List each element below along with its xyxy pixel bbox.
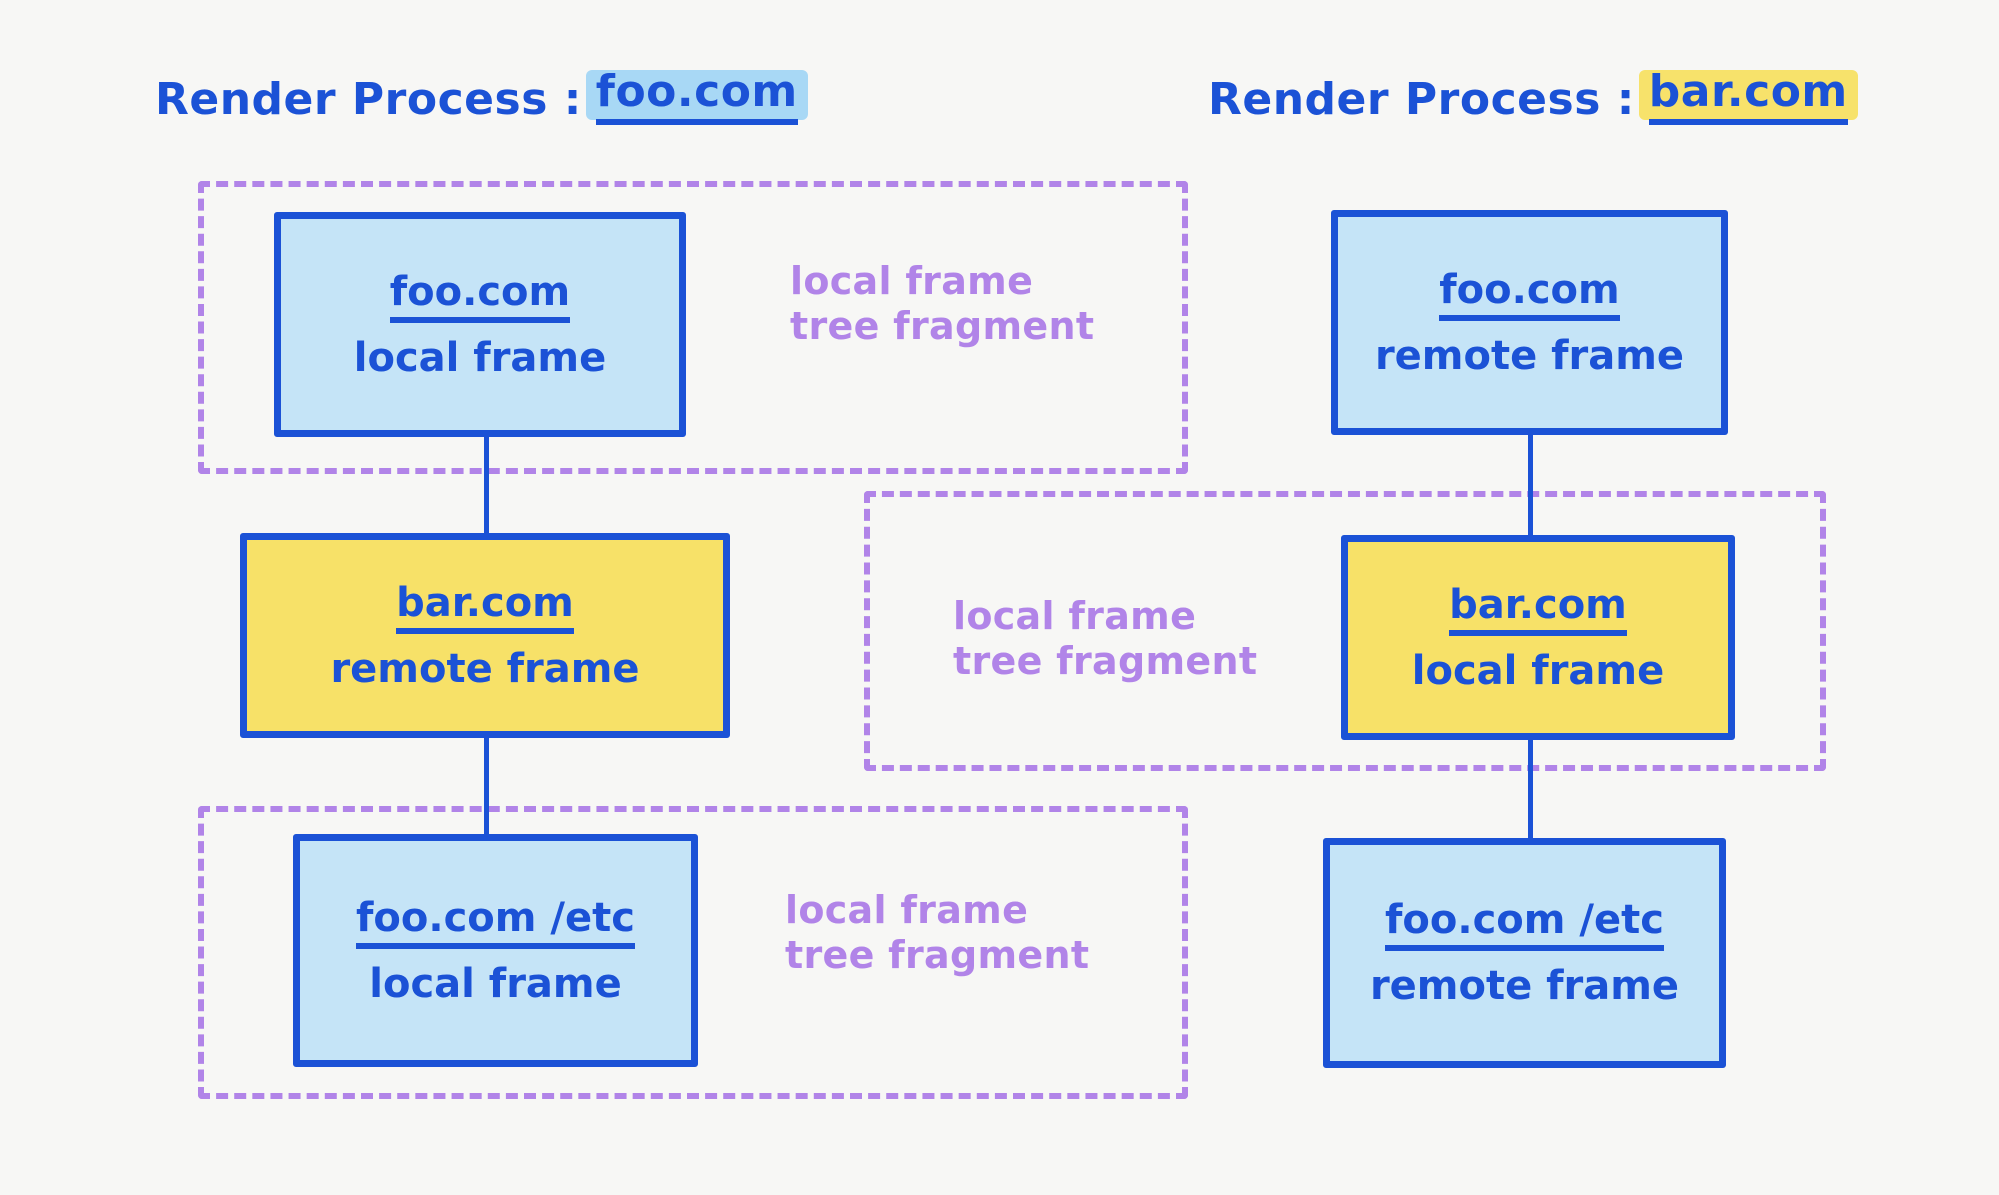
fragment-label-line2: tree fragment bbox=[785, 932, 1090, 977]
frame-origin: bar.com bbox=[1449, 584, 1627, 636]
frame-origin: foo.com /etc bbox=[1385, 899, 1664, 951]
frame-origin: foo.com bbox=[389, 271, 571, 323]
highlight-swatch-blue bbox=[585, 70, 808, 120]
frame-origin: foo.com /etc bbox=[356, 897, 635, 949]
connector-right-top bbox=[1528, 432, 1533, 542]
frame-kind: local frame bbox=[353, 334, 607, 381]
fragment-region-left-top bbox=[198, 181, 1188, 474]
fragment-label-right-middle: local frame tree fragment bbox=[953, 594, 1257, 684]
fragment-label-line2: tree fragment bbox=[953, 638, 1258, 683]
connector-left-top bbox=[484, 435, 489, 540]
frame-kind: remote frame bbox=[1369, 963, 1680, 1009]
fragment-label-left-top: local frame tree fragment bbox=[790, 259, 1094, 349]
frame-box-left-bar[interactable]: bar.com remote frame bbox=[240, 533, 730, 738]
connector-right-bottom bbox=[1528, 737, 1533, 840]
frame-box-left-foo[interactable]: foo.com local frame bbox=[274, 212, 686, 437]
fragment-label-left-bottom: local frame tree fragment bbox=[785, 888, 1089, 978]
fragment-label-line2: tree fragment bbox=[790, 303, 1095, 348]
process-origin-text: bar.com bbox=[1648, 66, 1848, 125]
process-title-label: Render Process : bbox=[1208, 74, 1635, 125]
fragment-label-line1: local frame bbox=[790, 259, 1034, 303]
frame-kind: local frame bbox=[369, 960, 622, 1007]
frame-origin: bar.com bbox=[396, 582, 574, 634]
fragment-region-left-bottom bbox=[198, 806, 1188, 1099]
frame-kind: remote frame bbox=[1374, 332, 1685, 379]
process-title-label: Render Process : bbox=[155, 74, 582, 125]
frame-box-left-foo-etc[interactable]: foo.com /etc local frame bbox=[293, 834, 698, 1067]
highlight-swatch-yellow bbox=[1638, 70, 1858, 120]
frame-origin: foo.com bbox=[1439, 269, 1620, 321]
frame-box-right-foo-etc[interactable]: foo.com /etc remote frame bbox=[1323, 838, 1726, 1068]
process-origin-text: foo.com bbox=[595, 66, 798, 125]
frame-box-right-bar[interactable]: bar.com local frame bbox=[1341, 535, 1735, 740]
fragment-label-line1: local frame bbox=[953, 594, 1197, 638]
process-title-foo: Render Process : foo.com bbox=[155, 66, 808, 125]
fragment-region-right-middle bbox=[864, 491, 1826, 771]
frame-box-right-foo[interactable]: foo.com remote frame bbox=[1331, 210, 1728, 435]
process-title-bar: Render Process : bar.com bbox=[1208, 66, 1858, 125]
frame-kind: remote frame bbox=[330, 645, 640, 692]
connector-left-bottom bbox=[484, 736, 489, 836]
frame-kind: local frame bbox=[1411, 647, 1665, 694]
process-origin-chip-foo: foo.com bbox=[585, 66, 808, 125]
process-origin-chip-bar: bar.com bbox=[1638, 66, 1858, 125]
fragment-label-line1: local frame bbox=[785, 888, 1029, 932]
